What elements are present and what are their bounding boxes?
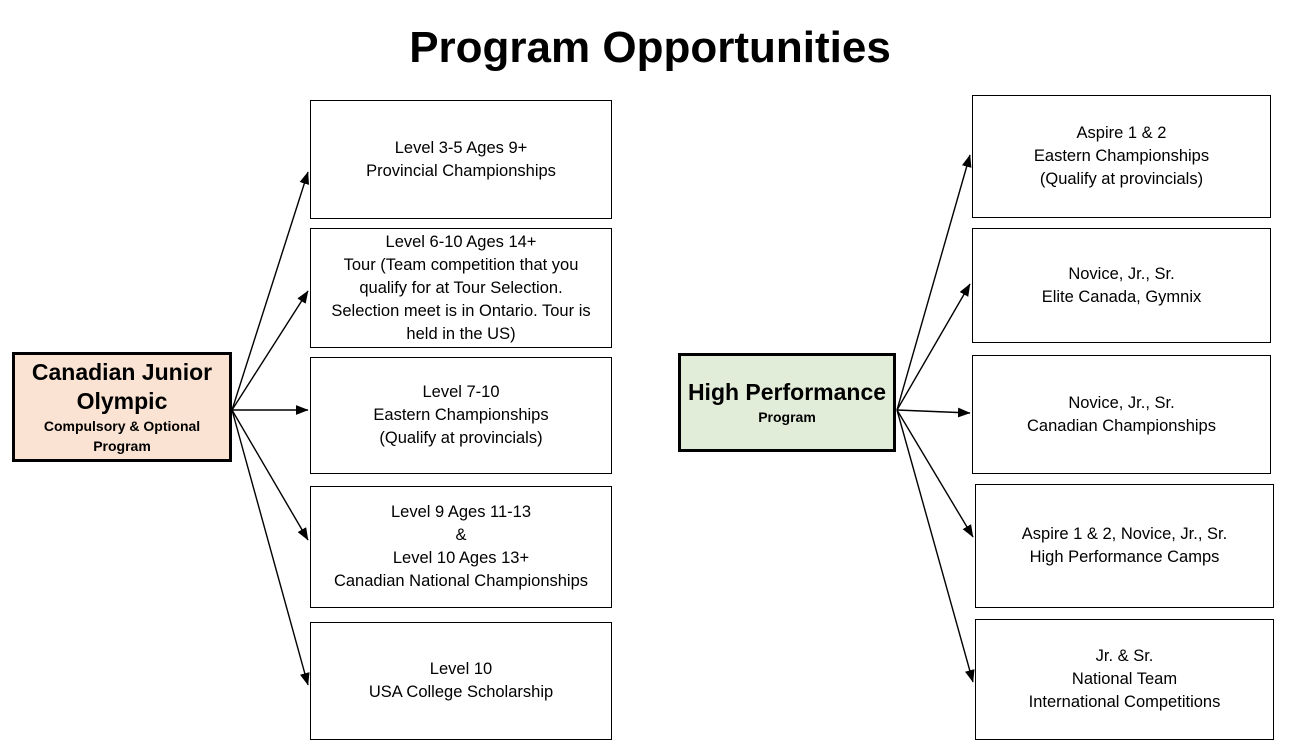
outcome-left-2-line-1: Level 6-10 Ages 14+ bbox=[385, 232, 537, 251]
outcome-left-3-line-1: Level 7-10 bbox=[422, 383, 500, 401]
outcome-box-left-5[interactable]: Level 10 USA College Scholarship bbox=[310, 622, 612, 740]
page-title: Program Opportunities bbox=[409, 23, 891, 72]
outcome-box-left-4[interactable]: Level 9 Ages 11-13 & Level 10 Ages 13+ Cana… bbox=[310, 486, 612, 608]
outcome-box-right-1[interactable]: Aspire 1 & 2 Eastern Championships (Qualif… bbox=[972, 95, 1271, 218]
outcome-left-2-line-5: held in the US) bbox=[406, 324, 516, 343]
right-arrow-group bbox=[896, 154, 975, 683]
outcome-left-1-line-2: Provincial Championships bbox=[366, 161, 556, 180]
source-node-canadian-junior-olympic[interactable]: Canadian Junior Olympic Compulsory & Opt… bbox=[12, 352, 232, 462]
outcome-right-4-line-1: Aspire 1 & 2, Novice, Jr., Sr. bbox=[1021, 525, 1228, 543]
arrow-right-1 bbox=[896, 154, 972, 411]
arrow-left-2 bbox=[231, 290, 309, 411]
outcome-left-2-line-3: qualify for at Tour Selection. bbox=[359, 278, 563, 297]
outcome-left-4-line-3: Level 10 Ages 13+ bbox=[392, 549, 530, 567]
outcome-box-left-2[interactable]: Level 6-10 Ages 14+ Tour (Team competitio… bbox=[310, 228, 612, 348]
outcome-right-3-line-2: Canadian Championships bbox=[1027, 416, 1216, 435]
outcome-left-3-line-3: (Qualify at provincials) bbox=[379, 429, 543, 447]
arrow-left-5 bbox=[231, 409, 310, 686]
source-node-high-performance[interactable]: High Performance Program bbox=[678, 353, 896, 452]
outcome-box-right-3[interactable]: Novice, Jr., Sr. Canadian Championships bbox=[972, 355, 1271, 474]
cjo-subtitle-line-1: Compulsory & Optional bbox=[43, 418, 201, 434]
arrow-right-5 bbox=[896, 409, 975, 683]
outcome-right-1-line-2: Eastern Championships bbox=[1033, 147, 1210, 165]
cjo-title-line-2: Olympic bbox=[76, 388, 168, 414]
outcome-left-5-line-2: USA College Scholarship bbox=[368, 683, 554, 701]
outcome-box-right-4[interactable]: Aspire 1 & 2, Novice, Jr., Sr. High Perfo… bbox=[975, 484, 1274, 608]
cjo-subtitle-line-2: Program bbox=[93, 438, 151, 454]
outcome-right-1-line-1: Aspire 1 & 2 bbox=[1076, 124, 1167, 142]
outcome-right-2-line-2: Elite Canada, Gymnix bbox=[1041, 287, 1202, 306]
left-arrow-group bbox=[231, 171, 310, 686]
arrow-left-4 bbox=[231, 409, 309, 541]
cjo-title-line-1: Canadian Junior bbox=[31, 359, 213, 385]
outcome-left-4-line-1: Level 9 Ages 11-13 bbox=[390, 503, 532, 521]
hp-subtitle: Program bbox=[758, 409, 816, 425]
outcome-right-5-line-2: National Team bbox=[1071, 670, 1178, 688]
outcome-left-4-line-4: Canadian National Championships bbox=[333, 572, 589, 590]
outcome-right-5-line-1: Jr. & Sr. bbox=[1095, 647, 1154, 665]
arrow-left-1 bbox=[231, 171, 310, 411]
outcome-left-4-line-2: & bbox=[455, 526, 467, 544]
outcome-right-2-line-1: Novice, Jr., Sr. bbox=[1068, 264, 1175, 283]
hp-title: High Performance bbox=[687, 379, 887, 405]
arrow-right-4 bbox=[896, 409, 974, 538]
outcome-right-4-line-2: High Performance Camps bbox=[1029, 548, 1220, 566]
outcome-right-5-line-3: International Competitions bbox=[1028, 693, 1221, 711]
arrow-right-2 bbox=[896, 283, 971, 411]
outcome-right-3-line-1: Novice, Jr., Sr. bbox=[1068, 393, 1175, 412]
outcome-left-2-line-4: Selection meet is in Ontario. Tour is bbox=[331, 301, 591, 320]
arrow-right-3 bbox=[896, 407, 971, 418]
outcome-left-1-line-1: Level 3-5 Ages 9+ bbox=[394, 138, 528, 157]
outcome-box-right-2[interactable]: Novice, Jr., Sr. Elite Canada, Gymnix bbox=[972, 228, 1271, 343]
outcome-right-1-line-3: (Qualify at provincials) bbox=[1039, 170, 1204, 188]
outcome-box-left-1[interactable]: Level 3-5 Ages 9+ Provincial Championship… bbox=[310, 100, 612, 219]
outcome-left-2-line-2: Tour (Team competition that you bbox=[343, 255, 579, 274]
outcome-left-5-line-1: Level 10 bbox=[429, 660, 493, 678]
outcome-left-3-line-2: Eastern Championships bbox=[373, 406, 549, 424]
